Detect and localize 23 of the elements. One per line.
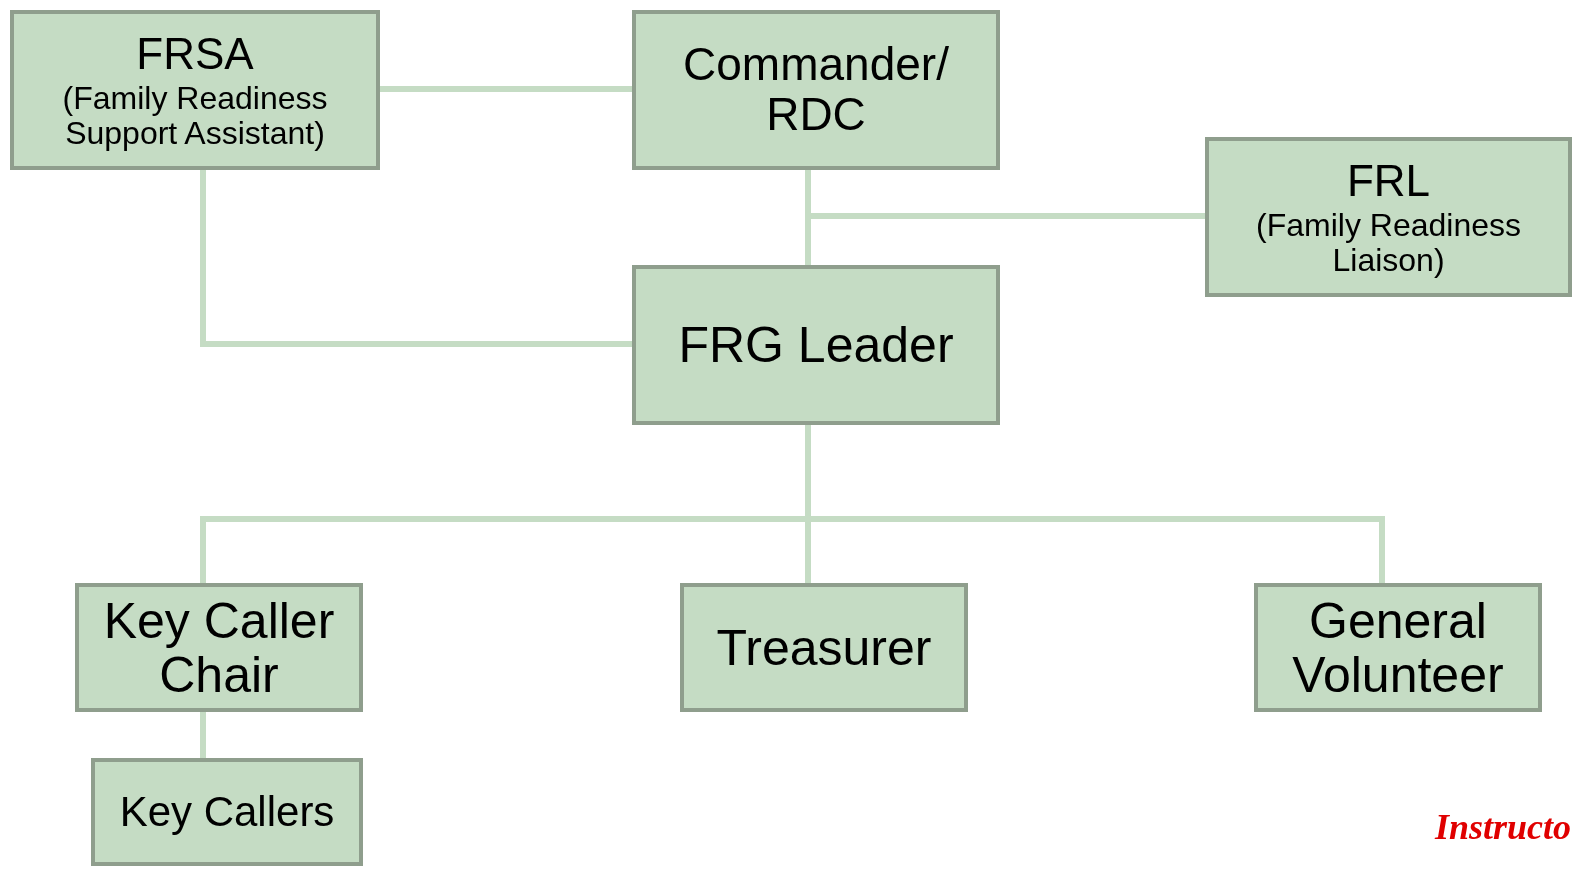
role-title: General Volunteer <box>1291 593 1505 702</box>
instructor-note: Instructo <box>1434 806 1571 849</box>
role-title: Treasurer <box>716 620 932 675</box>
org-box <box>1254 583 1542 712</box>
role-title: FRL <box>1346 156 1431 205</box>
org-box <box>1205 137 1572 297</box>
org-box <box>632 10 1000 170</box>
org-box <box>680 583 968 712</box>
connector-line <box>805 170 1205 219</box>
role-title: Key Caller Chair <box>102 593 336 702</box>
role-description: (Family Readiness Support Assistant) <box>61 81 329 151</box>
role-title: FRSA <box>136 29 254 78</box>
role-title: Commander/ RDC <box>682 40 950 140</box>
role-title: Key Callers <box>119 789 335 835</box>
org-box <box>91 758 363 866</box>
org-box <box>75 583 363 712</box>
connector-line <box>200 170 632 347</box>
connector-line <box>200 712 206 758</box>
connector-line <box>380 86 632 92</box>
org-box <box>10 10 380 170</box>
role-description: (Family Readiness Liaison) <box>1255 208 1522 278</box>
role-title: FRG Leader <box>678 318 954 372</box>
org-box <box>632 265 1000 425</box>
